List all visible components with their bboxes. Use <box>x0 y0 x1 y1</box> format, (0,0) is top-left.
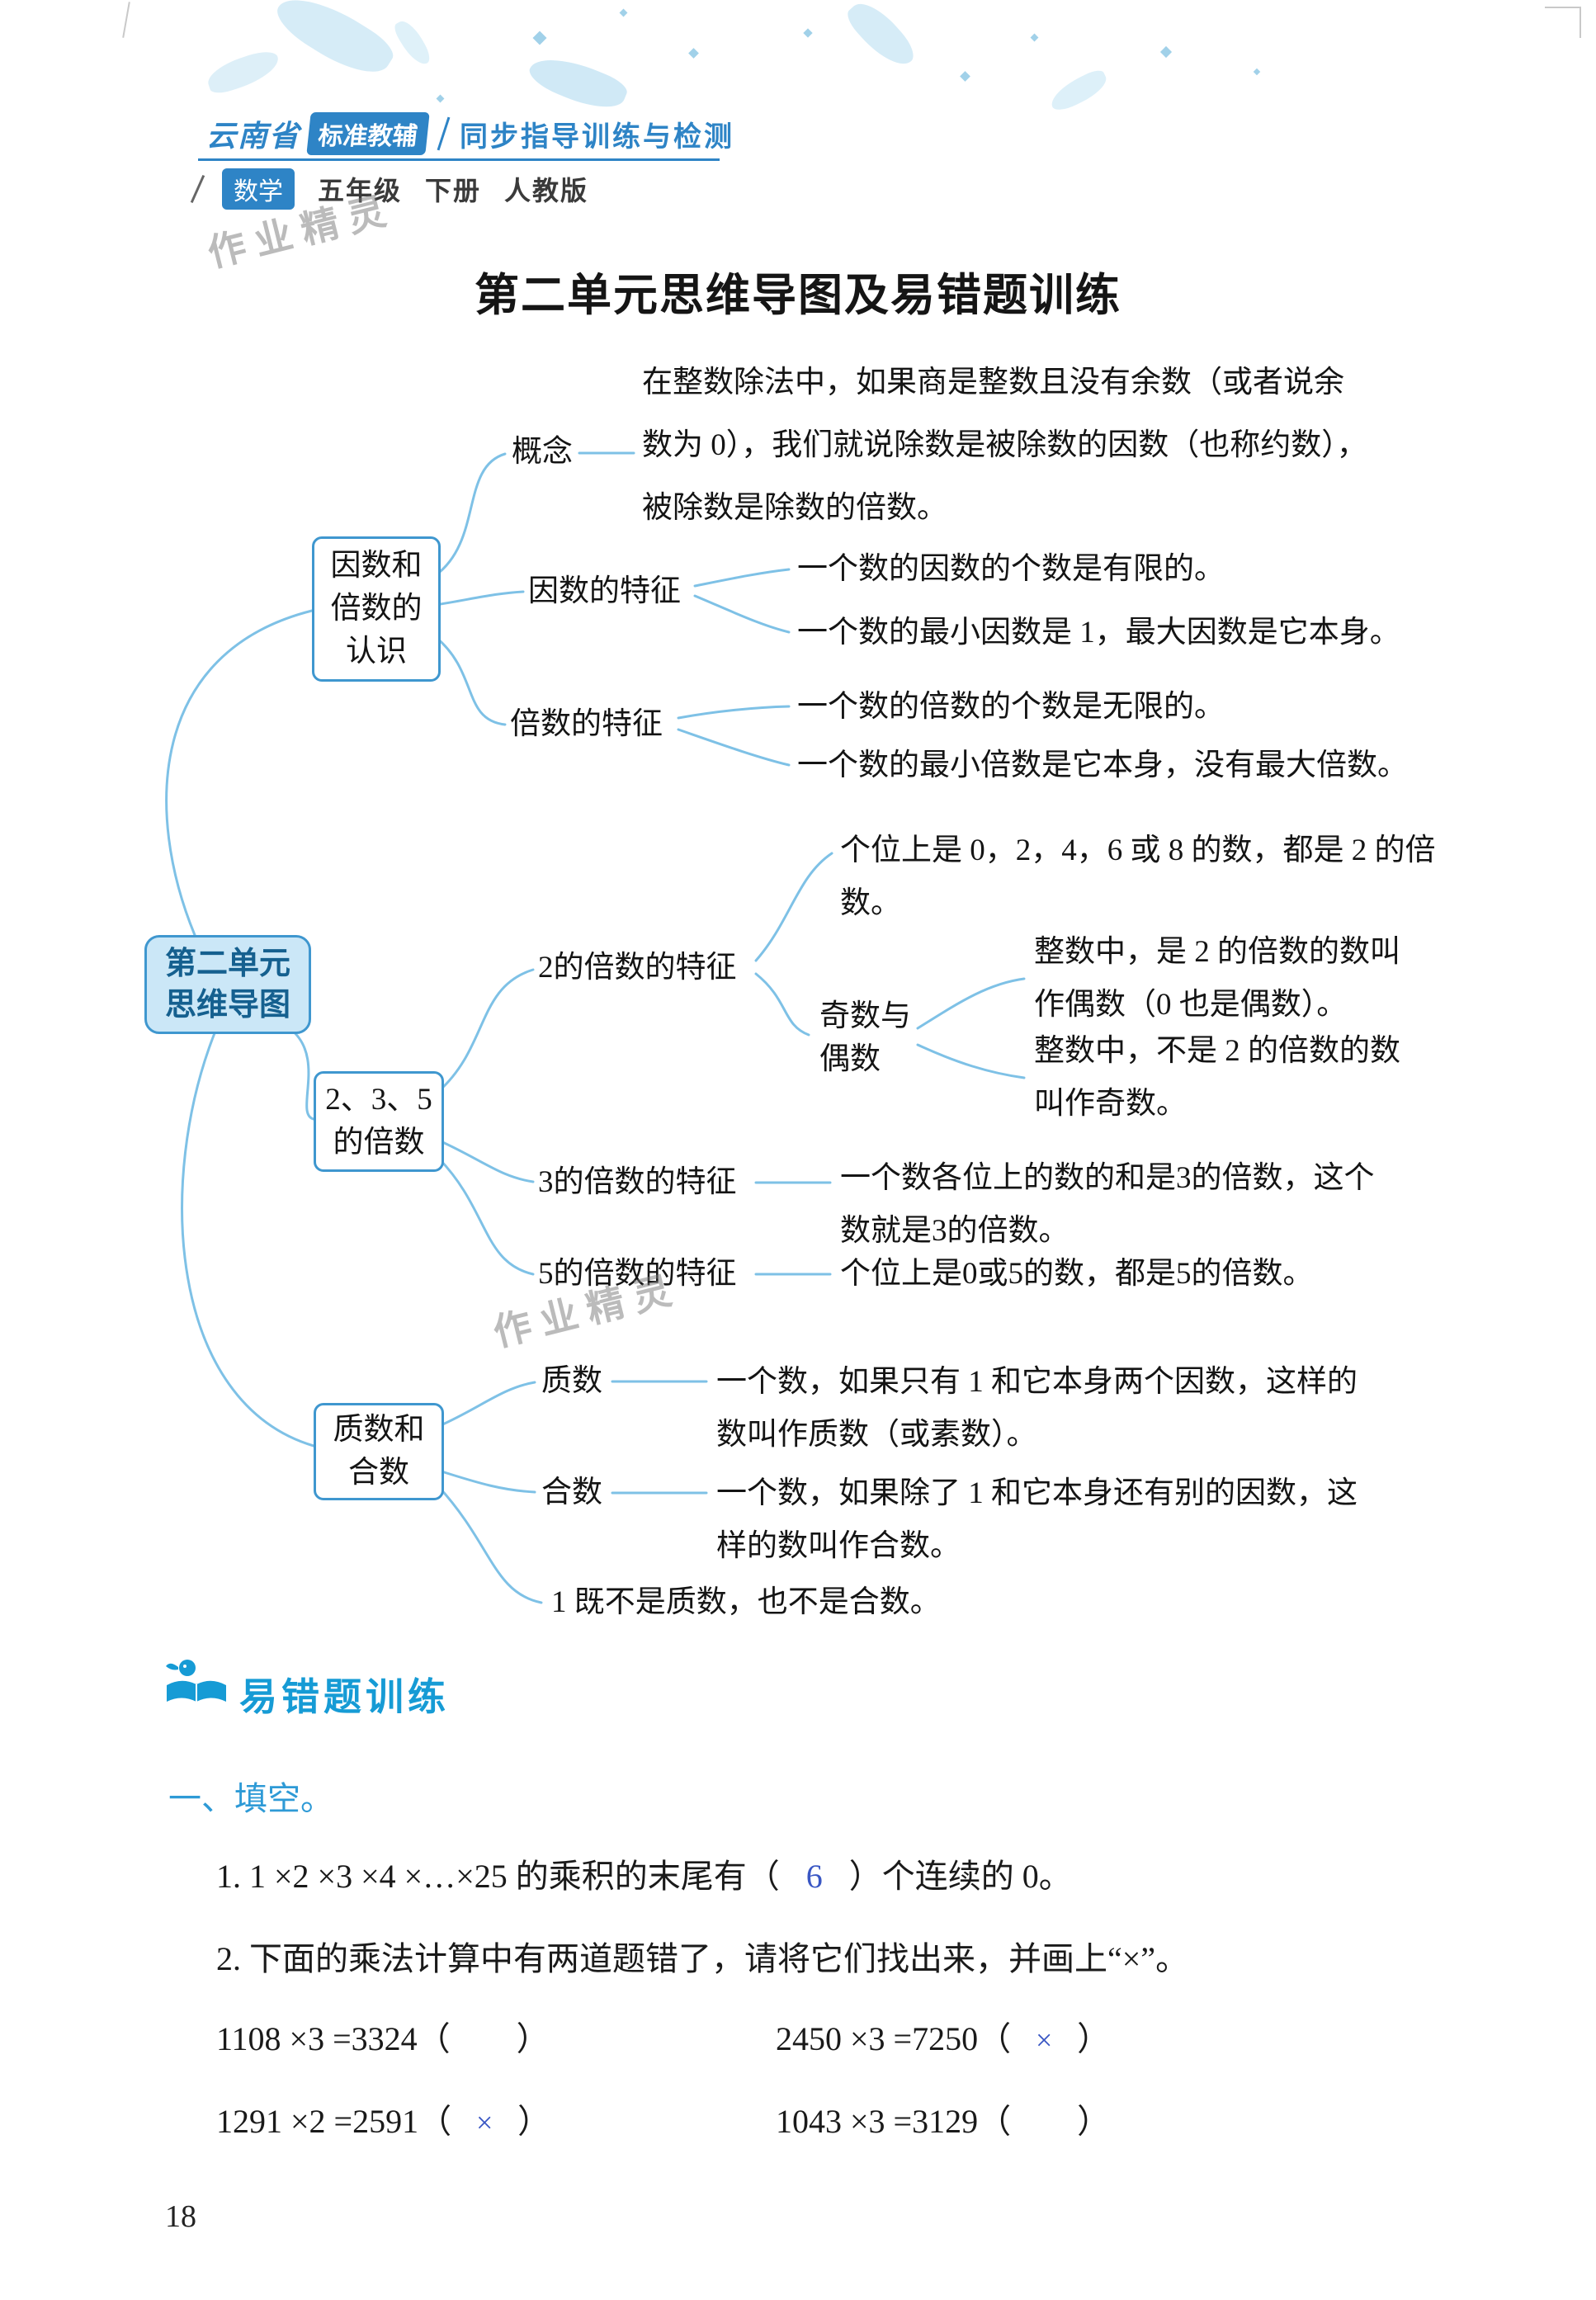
factor-feature-label: 因数的特征 <box>528 574 681 608</box>
connector-root-branch2 <box>289 1027 315 1121</box>
page-number: 18 <box>165 2199 196 2234</box>
equation-close: ） <box>516 2020 550 2057</box>
subject-tag: 数学 <box>222 168 295 210</box>
factor-feature-item: 一个数的因数的个数是有限的。 <box>797 552 1225 586</box>
connector-branch2-five <box>437 1157 535 1276</box>
five-multiples-text: 个位上是0或5的数，都是5的倍数。 <box>840 1257 1314 1291</box>
question-1-suffix: ）个连续的 0。 <box>848 1858 1072 1895</box>
equation-close: ） <box>1077 2103 1111 2140</box>
branch-235-box: 2、3、5 的倍数 <box>314 1071 444 1172</box>
multiple-feature-item: 一个数的倍数的个数是无限的。 <box>797 690 1225 724</box>
edition-label: 人教版 <box>504 176 589 205</box>
three-multiples-label: 3的倍数的特征 <box>538 1165 737 1199</box>
connector-oddeven-odd <box>916 1043 1026 1079</box>
branch-label-line: 合数 <box>348 1456 409 1490</box>
connector-factor-item2 <box>693 594 791 634</box>
crop-mark-top-right-h <box>1545 7 1581 8</box>
three-multiples-text: 一个数各位上的数的和是3的倍数，这个数就是3的倍数。 <box>840 1161 1375 1248</box>
even-definition-text: 整数中，是 2 的倍数的数叫作偶数（0 也是偶数）。 <box>1034 935 1400 1022</box>
concept-label: 概念 <box>512 435 573 469</box>
equation-expression: 2450 ×3 =7250（ <box>776 2020 1012 2057</box>
header-meta: 数学 五年级 下册 人教版 <box>190 168 589 210</box>
connector-two-text <box>754 852 833 962</box>
branch-label-line: 认识 <box>346 635 407 668</box>
composite-definition-text: 一个数，如果除了 1 和它本身还有别的因数，这样的数叫作合数。 <box>716 1476 1358 1563</box>
exercise-section-title: 易错题训练 <box>239 1675 450 1718</box>
branch-label-line: 倍数的 <box>330 592 423 626</box>
branch-label-line: 2、3、5 <box>325 1083 432 1117</box>
answer-blank: 6 <box>805 1858 823 1895</box>
two-multiples-text: 个位上是 0，2，4，6 或 8 的数，都是 2 的倍数。 <box>840 834 1436 920</box>
connector-branch1-concept <box>434 452 507 577</box>
factor-feature-item: 一个数的最小因数是 1，最大因数是它本身。 <box>797 616 1400 649</box>
multiple-feature-label: 倍数的特征 <box>510 707 663 741</box>
connector-root-branch1 <box>165 609 314 937</box>
question-2: 2. 下面的乘法计算中有两道题错了，请将它们找出来，并画上“×”。 <box>216 1940 1189 1977</box>
book-heart-icon <box>162 1657 231 1716</box>
equation-1: 1108 ×3 =3324（ ） <box>216 2012 550 2060</box>
prime-label: 质数 <box>541 1364 602 1398</box>
page-title: 第二单元思维导图及易错题训练 <box>475 271 1121 320</box>
branch-label-line: 的倍数 <box>333 1126 425 1159</box>
connector-branch2-two <box>437 968 535 1093</box>
branch-prime-composite-box: 质数和 合数 <box>314 1403 444 1500</box>
brand-region: 云南省 <box>206 119 301 153</box>
grade-label: 五年级 <box>318 176 403 205</box>
root-line: 思维导图 <box>164 988 290 1022</box>
equation-mark: × <box>1035 2024 1053 2057</box>
series-title: 同步指导训练与检测 <box>460 120 735 153</box>
connector-root-branch3 <box>181 1027 315 1448</box>
root-line: 第二单元 <box>164 947 290 981</box>
odd-even-label: 奇数与 偶数 <box>819 995 927 1081</box>
mindmap-root-node: 第二单元 思维导图 <box>144 935 311 1034</box>
five-multiples-label: 5的倍数的特征 <box>538 1257 737 1291</box>
connector-branch3-prime <box>437 1381 536 1428</box>
equation-expression: 1043 ×3 =3129（ <box>776 2103 1012 2140</box>
question-1: 1. 1 ×2 ×3 ×4 ×…×25 的乘积的末尾有（ 6 ）个连续的 0。 <box>216 1849 1072 1897</box>
connector-branch2-three <box>437 1139 535 1183</box>
connector-multiple-item1 <box>677 705 791 720</box>
brand-divider <box>437 116 451 151</box>
connector-factor-item1 <box>693 568 791 588</box>
equation-expression: 1108 ×3 =3324（ <box>216 2020 451 2057</box>
connector-branch3-note <box>437 1485 543 1604</box>
prime-definition-text: 一个数，如果只有 1 和它本身两个因数，这样的数叫作质数（或素数）。 <box>716 1365 1358 1452</box>
equation-mark: × <box>475 2106 493 2139</box>
question-1-prefix: 1. 1 ×2 ×3 ×4 ×…×25 的乘积的末尾有（ <box>216 1858 780 1895</box>
connector-branch3-composite <box>437 1469 536 1494</box>
equation-4: 1043 ×3 =3129（ ） <box>776 2095 1110 2142</box>
connector-two-oddeven <box>754 972 810 1037</box>
multiple-feature-item: 一个数的最小倍数是它本身，没有最大倍数。 <box>797 749 1408 782</box>
volume-label: 下册 <box>425 176 482 205</box>
connector-multiple-item2 <box>677 728 791 767</box>
branch-label-line: 因数和 <box>330 549 423 583</box>
odd-even-label-line: 偶数 <box>819 1042 881 1076</box>
odd-definition-text: 整数中，不是 2 的倍数的数叫作奇数。 <box>1034 1034 1400 1121</box>
equation-close: ） <box>1077 2020 1111 2057</box>
branch-label-line: 质数和 <box>333 1413 425 1447</box>
brand-name-badge: 标准教辅 <box>306 112 430 155</box>
crop-mark-top-right-v <box>1579 7 1581 38</box>
connector-branch1-multiple <box>434 635 507 726</box>
odd-even-label-line: 奇数与 <box>819 999 911 1033</box>
one-note-text: 1 既不是质数，也不是合数。 <box>551 1585 941 1619</box>
equation-close: ） <box>517 2103 551 2140</box>
connector-branch1-factor <box>434 590 525 607</box>
equation-expression: 1291 ×2 =2591（ <box>216 2103 452 2140</box>
branch-factors-box: 因数和 倍数的 认识 <box>312 536 441 682</box>
composite-label: 合数 <box>541 1476 602 1509</box>
header-brand: 云南省 标准教辅 同步指导训练与检测 <box>206 112 734 155</box>
connector-oddeven-even <box>916 977 1026 1030</box>
fill-in-part-label: 一、填空。 <box>168 1780 333 1817</box>
two-multiples-label: 2的倍数的特征 <box>538 951 737 985</box>
equation-3: 1291 ×2 =2591（ × ） <box>216 2095 550 2142</box>
equation-2: 2450 ×3 =7250（ × ） <box>776 2012 1110 2060</box>
header-rule <box>198 158 720 161</box>
concept-text: 在整数除法中，如果商是整数且没有余数（或者说余数为 0），我们就说除数是被除数的… <box>642 366 1367 525</box>
